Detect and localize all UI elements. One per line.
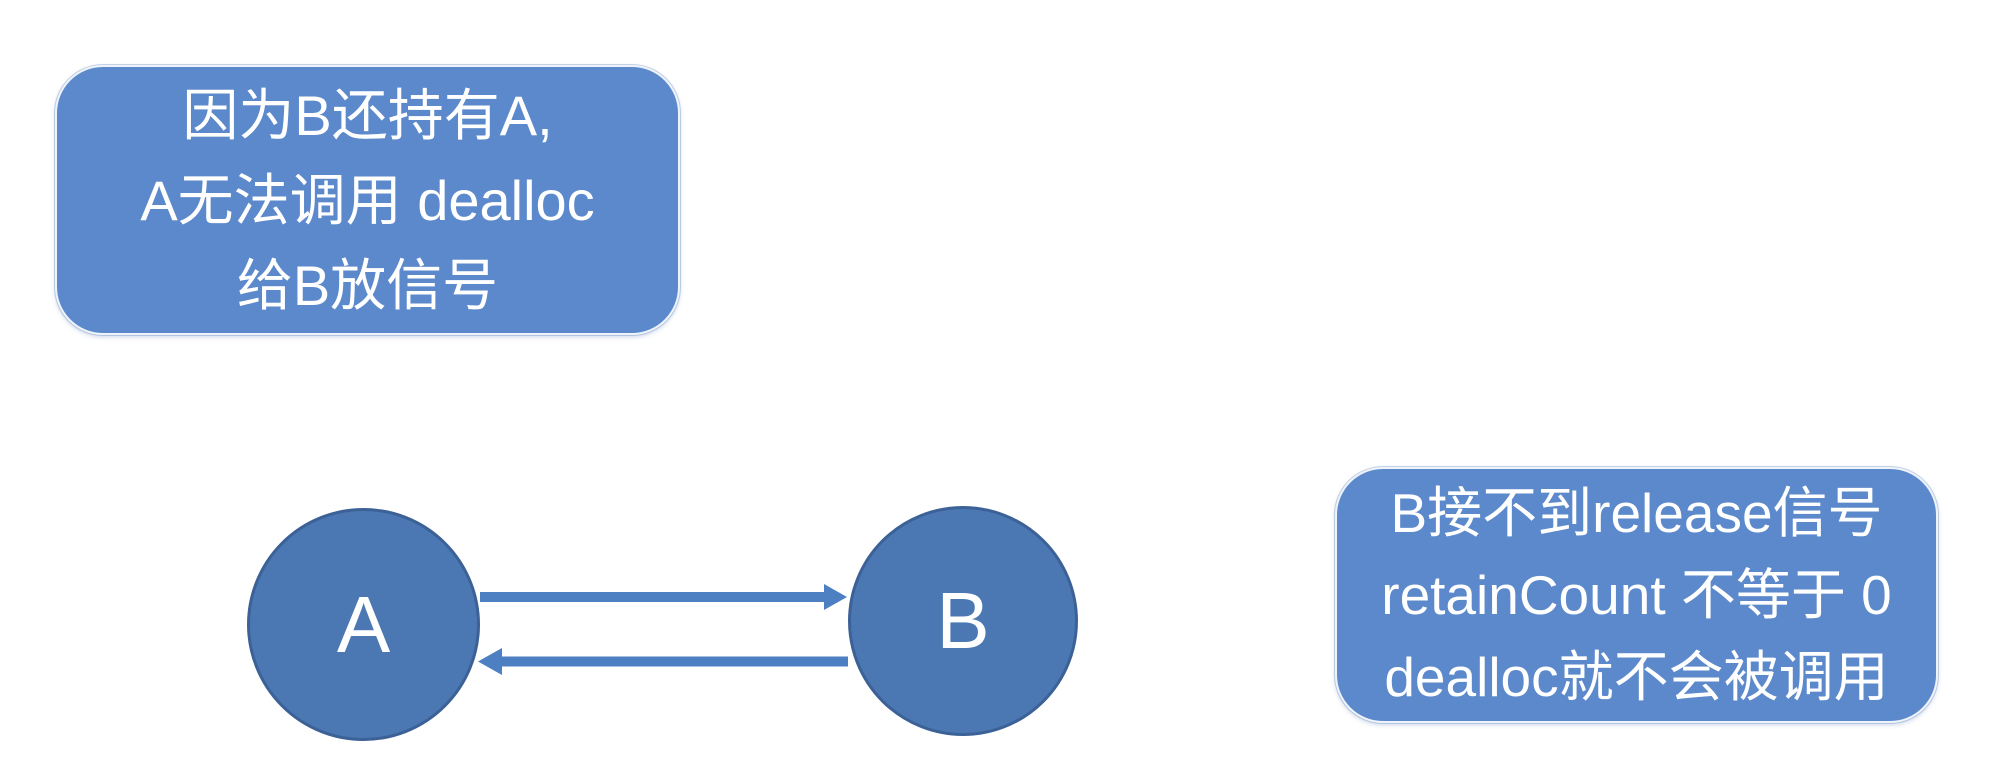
node-b-circle: B xyxy=(848,506,1078,736)
arrow-b-to-a-icon xyxy=(478,648,848,675)
node-a-label: A xyxy=(336,579,391,669)
callout-left-line-1: 因为B还持有A, xyxy=(182,83,553,147)
arrow-a-to-b-icon xyxy=(480,584,847,610)
callout-left-line-3: 给B放信号 xyxy=(236,253,499,317)
callout-right-explanation: B接不到release信号 retainCount 不等于 0 dealloc就… xyxy=(1335,467,1938,723)
callout-right-line-3: dealloc就不会被调用 xyxy=(1384,646,1889,708)
callout-left-line-2: A无法调用 dealloc xyxy=(140,168,595,232)
callout-right-line-1: B接不到release信号 xyxy=(1390,482,1883,544)
node-a-circle: A xyxy=(247,508,480,741)
node-b-label: B xyxy=(936,576,990,665)
callout-left-explanation: 因为B还持有A, A无法调用 dealloc 给B放信号 xyxy=(55,65,680,335)
callout-right-line-2: retainCount 不等于 0 xyxy=(1381,564,1892,626)
